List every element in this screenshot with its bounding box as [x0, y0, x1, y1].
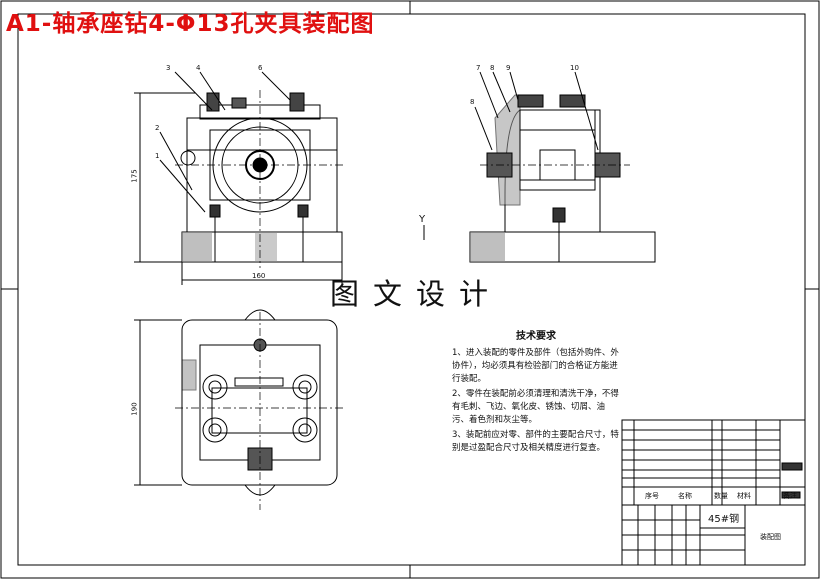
- balloon-1: 1: [155, 152, 160, 160]
- balloon-8: 8: [490, 64, 495, 72]
- balloon-10: 10: [570, 64, 579, 72]
- tech-item-1: 1、进入装配的零件及部件（包括外购件、外协件），均必须具有检验部门的合格证方能进…: [452, 348, 619, 384]
- balloon-9: 9: [506, 64, 511, 72]
- dimension-160: 160: [252, 272, 266, 280]
- table-head-seq: 序号: [645, 492, 659, 500]
- table-head-note: 备注: [783, 492, 797, 500]
- technical-requirements: 技术要求 1、进入装配的零件及部件（包括外购件、外协件），均必须具有检验部门的合…: [452, 330, 620, 457]
- balloon-3: 3: [166, 64, 171, 72]
- material-text: 45#钢: [708, 514, 740, 525]
- dimension-190: 190: [130, 402, 139, 416]
- view-letter: Y: [419, 214, 426, 225]
- top-view: [134, 309, 345, 510]
- tech-item-3: 3、装配前应对零、部件的主要配合尺寸，特别是过盈配合尺寸及相关精度进行复查。: [452, 430, 619, 453]
- watermark-text: 图文设计: [330, 277, 503, 311]
- tech-heading: 技术要求: [516, 331, 556, 342]
- dimension-175: 175: [130, 169, 139, 183]
- front-view: [134, 71, 345, 285]
- table-head-mat: 材料: [737, 492, 751, 500]
- title-block: [621, 419, 806, 566]
- balloon-7: 7: [476, 64, 481, 72]
- balloon-6: 6: [258, 64, 263, 72]
- table-head-name: 名称: [678, 492, 692, 500]
- table-head-qty: 数量: [714, 492, 728, 500]
- balloon-4: 4: [196, 64, 201, 72]
- drawing-type-text: 装配图: [760, 533, 781, 541]
- side-view: [469, 71, 656, 263]
- drawing-title: A1-轴承座钻4-Φ13孔夹具装配图: [6, 11, 375, 37]
- balloon-2: 2: [155, 124, 160, 132]
- tech-item-2: 2、零件在装配前必须清理和清洗干净，不得有毛刺、飞边、氧化皮、锈蚀、切屑、油污、…: [452, 389, 619, 425]
- balloon-8b: 8: [470, 98, 475, 106]
